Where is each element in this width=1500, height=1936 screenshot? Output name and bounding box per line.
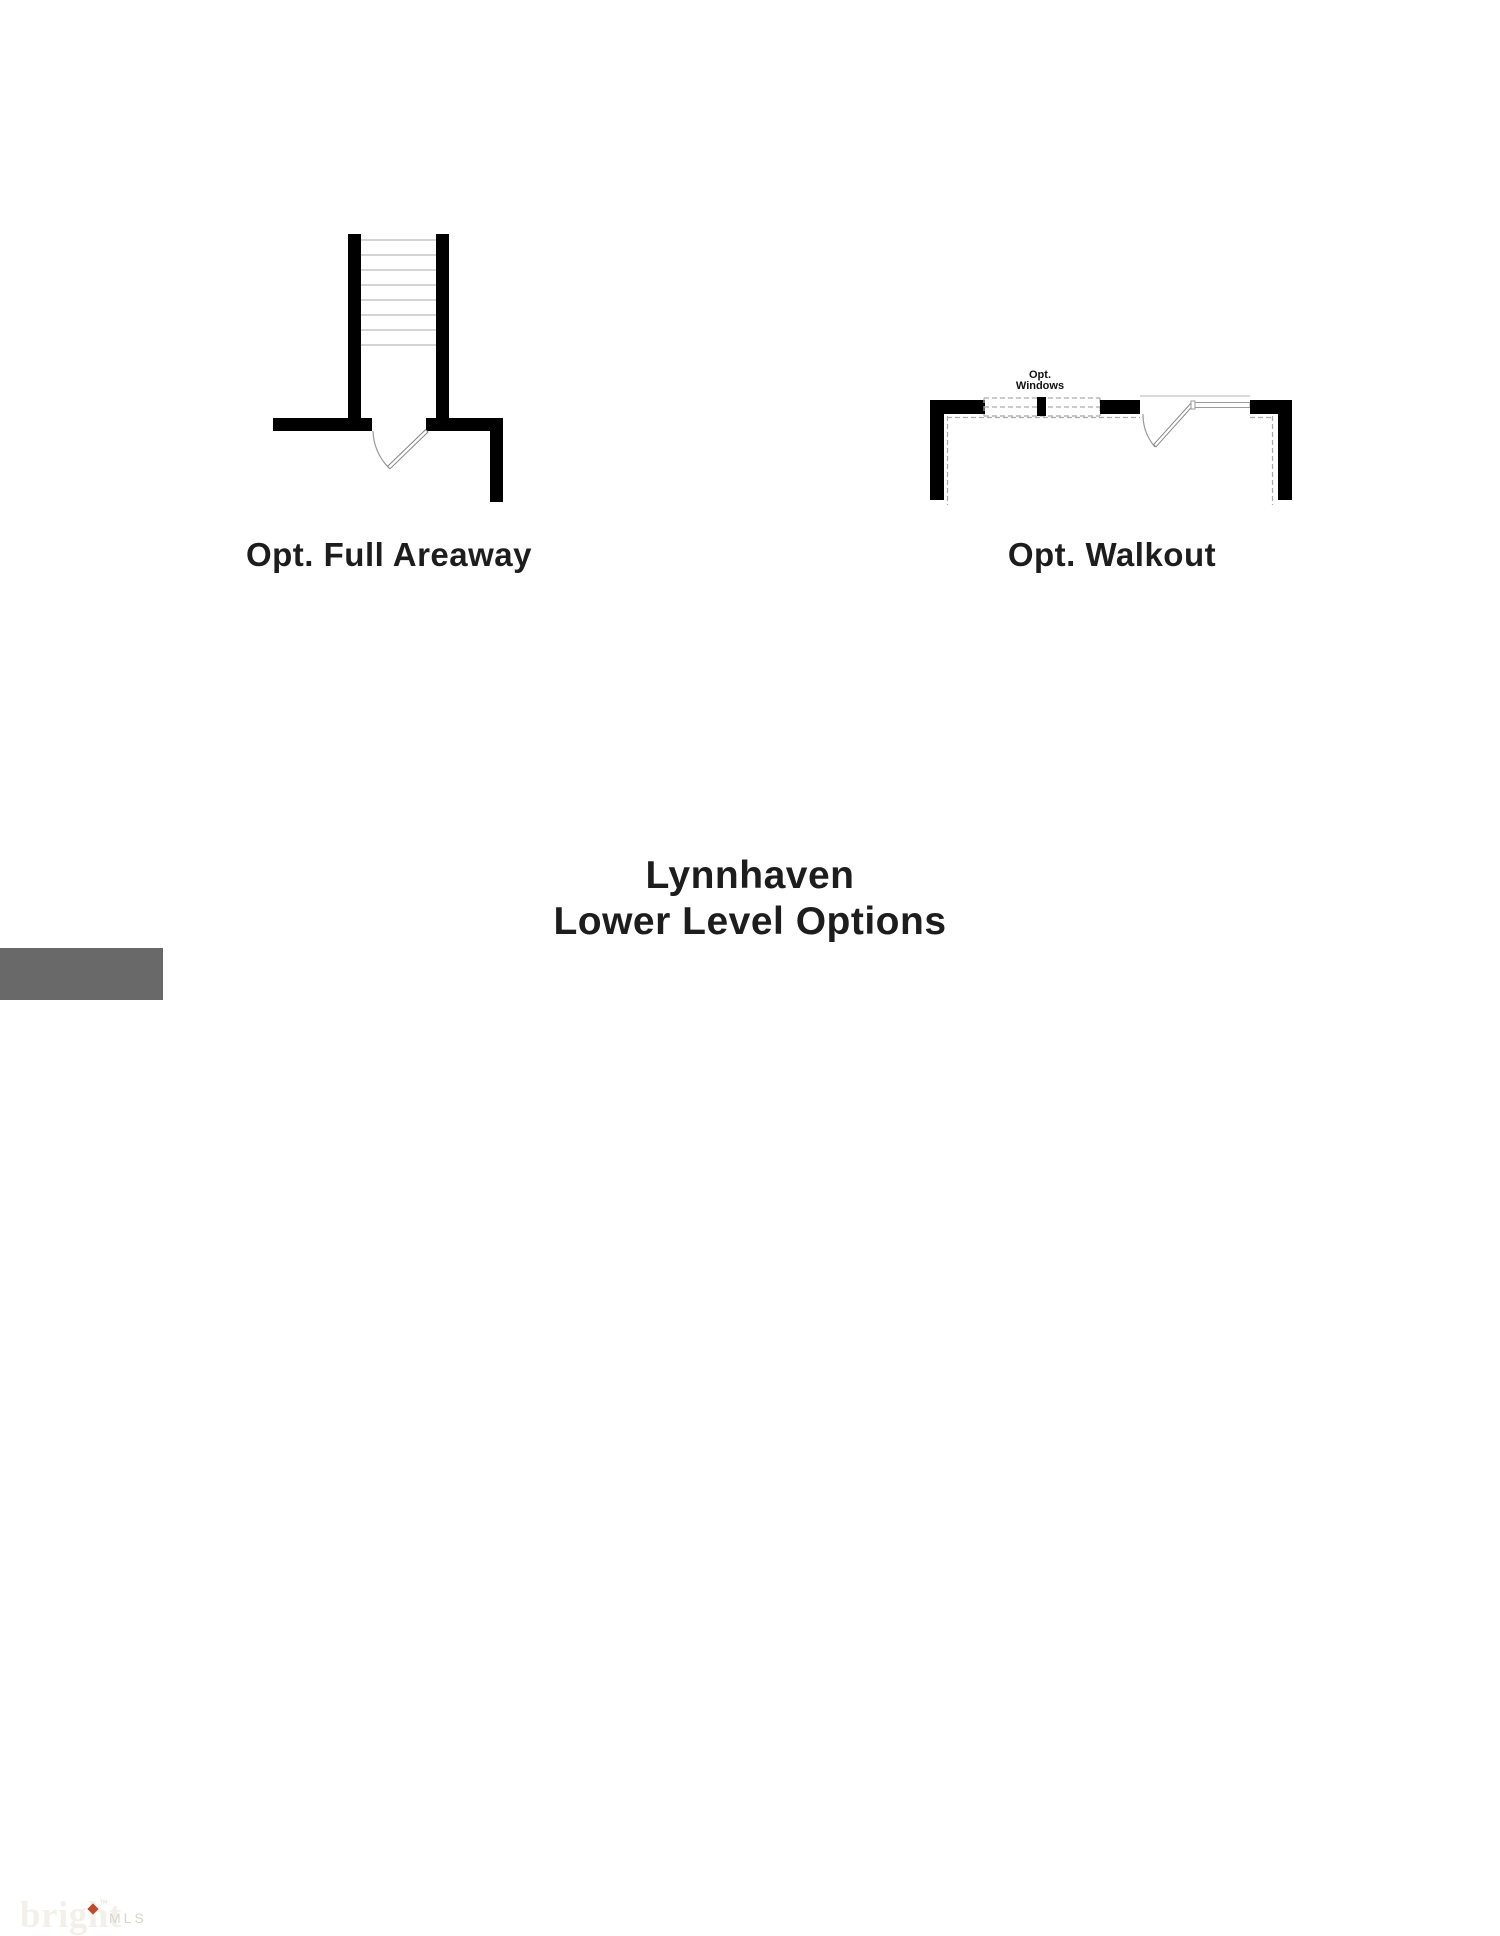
areaway-label: Opt. Full Areaway [245, 536, 532, 573]
areaway-right-return-wall [490, 418, 503, 502]
areaway-bottom-left-wall [273, 418, 372, 431]
areaway-bottom-right-wall [426, 418, 503, 431]
walkout-label: Opt. Walkout [1007, 536, 1217, 573]
trademark-symbol: ™ [99, 1898, 108, 1908]
walkout-right-wall [1278, 400, 1292, 500]
brightmls-logo: bright ™ MLS [0, 948, 163, 1934]
opt-windows-note-line2: Windows [1015, 380, 1065, 392]
door-hinge-jamb [1190, 400, 1196, 410]
door-sidelite [1193, 402, 1251, 408]
brightmls-suffix: MLS [109, 1910, 147, 1926]
interior-dashed-outline [946, 416, 1274, 505]
walkout-door-swing-arc [1142, 413, 1156, 448]
opt-windows-note: Opt. Windows [985, 370, 1095, 392]
areaway-left-stair-wall [348, 234, 361, 430]
walkout-left-wall [930, 400, 944, 500]
areaway-right-stair-wall [436, 234, 449, 419]
sheet-title-line1: Lynnhaven [645, 854, 855, 897]
opt-windows-note-line1: Opt. [1029, 369, 1051, 381]
sheet-title-line2: Lower Level Options [553, 900, 947, 943]
walkout-door-leaf [1152, 402, 1194, 448]
walkout-mid-wall [1100, 400, 1140, 414]
optional-windows [983, 397, 1101, 417]
stair-treads [361, 239, 436, 346]
sheet-title: Lynnhaven Lower Level Options [350, 853, 1150, 945]
window-mullion-post [1037, 397, 1046, 416]
door-leaf [386, 428, 429, 470]
walkout-floorplan [930, 395, 1292, 505]
door-swing-arc [372, 430, 390, 469]
areaway-floorplan [273, 234, 503, 502]
